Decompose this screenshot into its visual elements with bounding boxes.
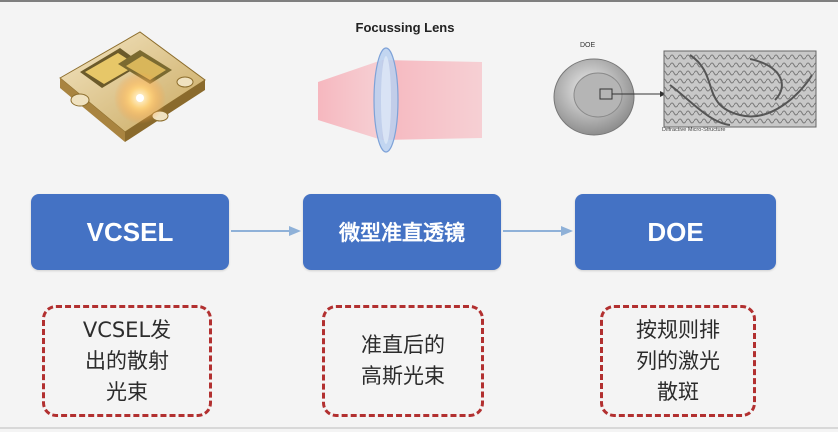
note-collimated-beam: 准直后的 高斯光束 [322,305,484,417]
note-vcsel-output: VCSEL发 出的散射 光束 [42,305,212,417]
note-line: 高斯光束 [361,364,445,388]
note-line: 准直后的 [361,333,445,357]
note-line: 出的散射 [84,348,169,373]
stage-box-vcsel: VCSEL [31,194,229,270]
top-rule [0,0,838,2]
doe-image-caption: Diffractive Micro-Structure [662,127,726,133]
stage-box-collimating-lens: 微型准直透镜 [303,194,501,270]
note-line: 按规则排 [636,317,720,342]
note-line: 散斑 [657,379,699,404]
stage-box-doe: DOE [575,194,776,270]
flow-arrow-1 [231,226,301,236]
flow-arrow-2 [503,226,573,236]
vcsel-chip-image [59,31,206,142]
note-line: 光束 [105,379,148,404]
note-speckle-pattern: 按规则排 列的激光 散斑 [600,305,756,417]
doe-image [553,50,817,136]
note-line: VCSEL发 [82,317,172,342]
lens-title: Focussing Lens [355,20,455,35]
doe-image-label: DOE [580,42,596,49]
note-line: 列的激光 [636,348,720,373]
focussing-lens-image [318,47,482,153]
bottom-rule [0,427,838,429]
